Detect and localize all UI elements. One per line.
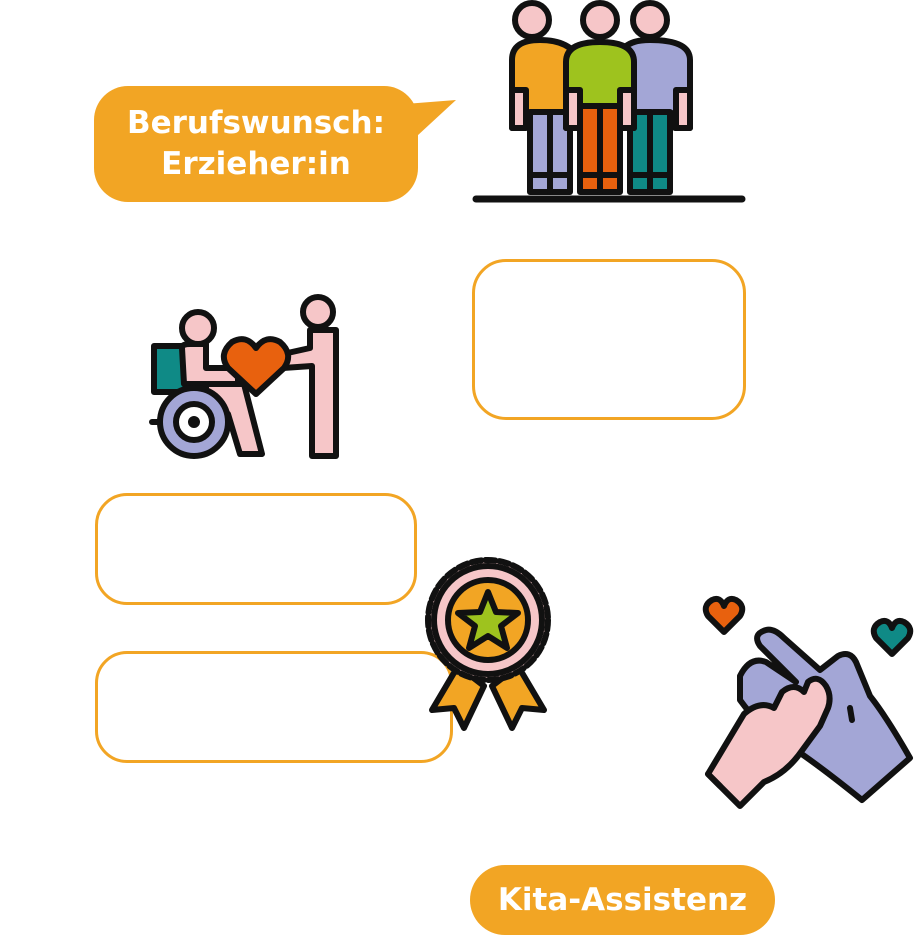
award-medal-icon (425, 557, 551, 731)
wheelchair-care-icon (149, 294, 339, 459)
answer-box-bottom-left[interactable] (95, 651, 453, 763)
speech-bubble-text: Berufswunsch: Erzieher:in (127, 103, 385, 185)
speech-bubble-line-2: Erzieher:in (161, 146, 351, 182)
group-of-people-icon (472, 0, 746, 203)
helping-hands-icon (702, 595, 914, 809)
speech-bubble-line-1: Berufswunsch: (126, 105, 386, 141)
answer-box-top-right[interactable] (472, 259, 746, 420)
job-title-pill: Kita-Assistenz (470, 865, 775, 935)
speech-bubble: Berufswunsch: Erzieher:in (94, 86, 418, 202)
answer-box-middle-left[interactable] (95, 493, 417, 605)
